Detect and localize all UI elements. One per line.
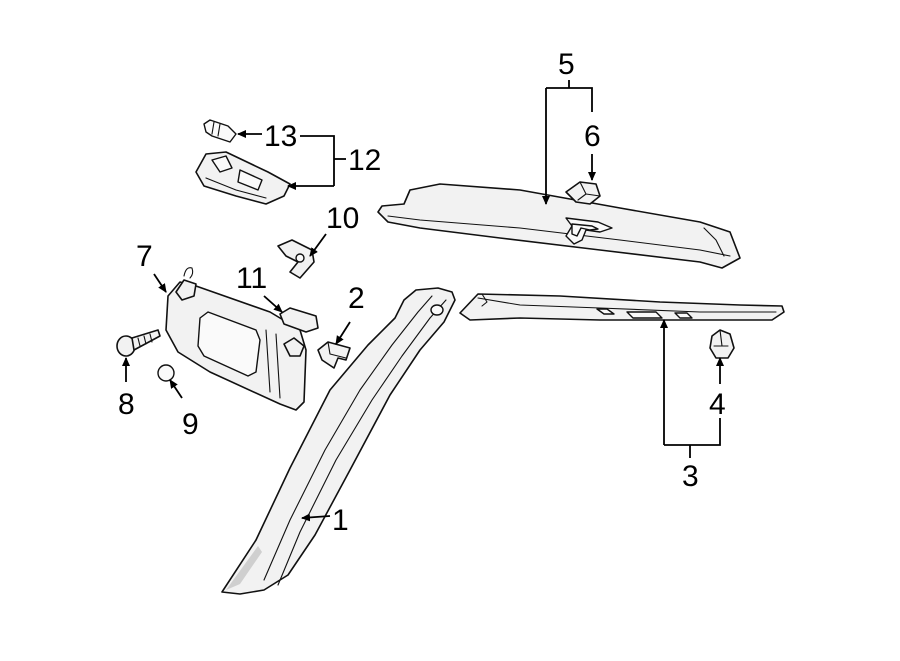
callout-12: 12 <box>348 144 381 177</box>
callout-11: 11 <box>236 262 267 295</box>
callout-5: 5 <box>558 48 575 81</box>
callout-2: 2 <box>348 282 365 315</box>
rail-clip <box>709 329 735 359</box>
visor-screw <box>116 329 161 357</box>
header-clip <box>565 181 601 205</box>
callout-10: 10 <box>326 202 359 235</box>
callout-1: 1 <box>332 504 349 537</box>
hook-cover <box>279 307 319 333</box>
callout-6: 6 <box>584 120 601 153</box>
leader-1 <box>301 513 331 522</box>
callout-13: 13 <box>264 120 297 153</box>
visor-bracket <box>317 341 351 369</box>
callout-7: 7 <box>136 240 153 273</box>
callout-4: 4 <box>709 388 726 421</box>
visor-hook <box>277 239 315 279</box>
a-pillar-trim <box>221 287 456 595</box>
dome-lamp <box>195 151 291 205</box>
leader-lines <box>122 80 724 522</box>
callout-9: 9 <box>182 408 199 441</box>
sun-visor <box>165 267 307 411</box>
leader-11 <box>263 295 283 313</box>
lamp-bulb <box>203 119 237 143</box>
leader-9 <box>169 379 183 399</box>
callout-labels: 1 2 3 4 5 6 7 8 9 10 11 12 13 <box>118 48 726 537</box>
leader-2 <box>335 321 351 345</box>
leader-5-bracket <box>546 87 593 112</box>
screw-cap <box>157 364 175 382</box>
leader-7 <box>153 273 167 293</box>
roof-rail-trim <box>459 293 785 321</box>
callout-3: 3 <box>682 460 699 493</box>
leader-3-bracket <box>664 418 721 446</box>
callout-8: 8 <box>118 388 135 421</box>
leader-12-bracket <box>300 135 335 186</box>
leader-10 <box>309 233 327 257</box>
header-trim <box>377 183 741 269</box>
